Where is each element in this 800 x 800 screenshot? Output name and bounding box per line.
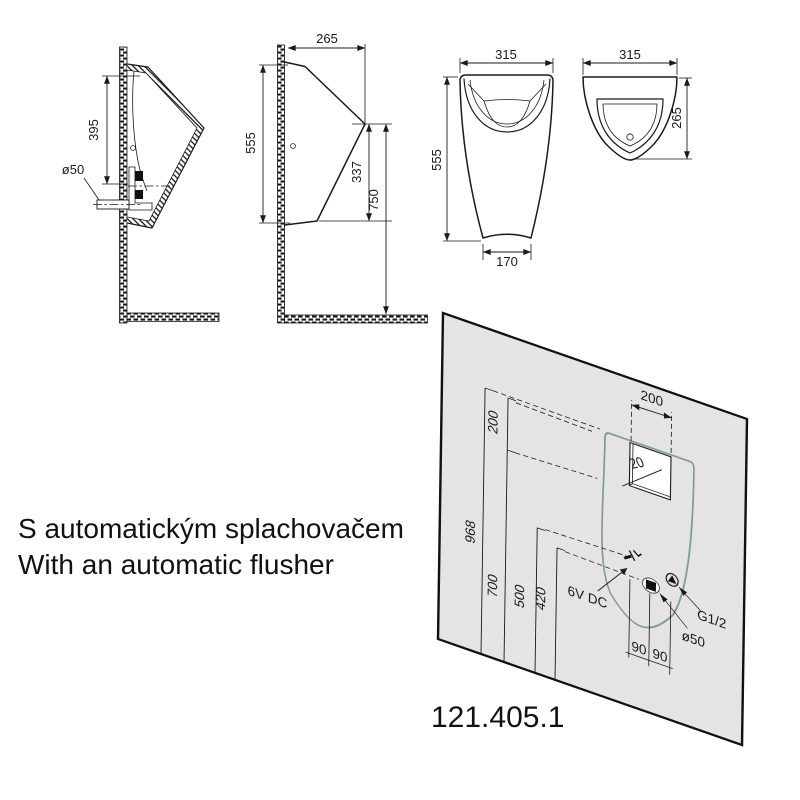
dim-700: 700 — [484, 571, 500, 599]
description-english: With an automatic flusher — [18, 549, 334, 580]
ceramic-shell — [127, 64, 204, 228]
wall-hatch — [277, 44, 285, 324]
height-dimension-lines: 968 200 700 500 420 — [462, 387, 640, 680]
water-inlet-icon — [665, 572, 679, 587]
product-code: 121.405.1 — [431, 701, 564, 734]
fitting-block-upper — [135, 171, 143, 181]
dim-top-width: 315 — [619, 47, 641, 62]
dim-420: 420 — [532, 584, 548, 612]
dim-profile-depth: 265 — [316, 31, 338, 46]
panel-wall — [436, 311, 749, 747]
fitting-block-lower — [135, 190, 143, 199]
spacing-dimension: 90 90 — [625, 579, 673, 675]
dim-500: 500 — [511, 582, 527, 610]
front-view: 315 555 170 — [429, 47, 554, 269]
wall-hatch — [119, 46, 128, 324]
dim-spacing-left: 90 — [631, 638, 647, 659]
power-connector-icon — [623, 549, 642, 561]
description-czech: S automatickým splachovačem — [18, 513, 404, 544]
floor-hatch — [284, 314, 428, 324]
dim-height-total: 968 — [462, 517, 478, 545]
dim-top-depth: 265 — [669, 107, 684, 129]
dim-section-height: 395 — [86, 119, 101, 141]
dim-top-gap: 200 — [485, 408, 501, 436]
section-view: 395 ø50 — [62, 46, 220, 324]
mounting-bracket — [128, 166, 153, 211]
dim-spout-drop: 337 — [349, 161, 364, 183]
drain-outlet-icon — [641, 577, 660, 594]
niche-opening — [628, 441, 672, 501]
dim-spout-floor: 750 — [366, 189, 381, 211]
urinal-outline — [601, 432, 695, 629]
label-drain-diameter: ø50 — [62, 162, 84, 177]
dim-front-height: 555 — [429, 149, 444, 171]
dim-front-base: 170 — [496, 254, 518, 269]
top-view: 315 265 — [582, 47, 692, 161]
dim-profile-height: 555 — [243, 132, 258, 154]
floor-hatch — [126, 312, 220, 322]
installation-panel: 968 200 700 500 420 200 20 — [436, 311, 749, 747]
flusher-niche: 200 20 — [622, 386, 673, 501]
dim-front-width: 315 — [495, 47, 517, 62]
profile-view: 265 555 337 750 — [243, 31, 428, 324]
dim-spacing-right: 90 — [652, 645, 668, 666]
